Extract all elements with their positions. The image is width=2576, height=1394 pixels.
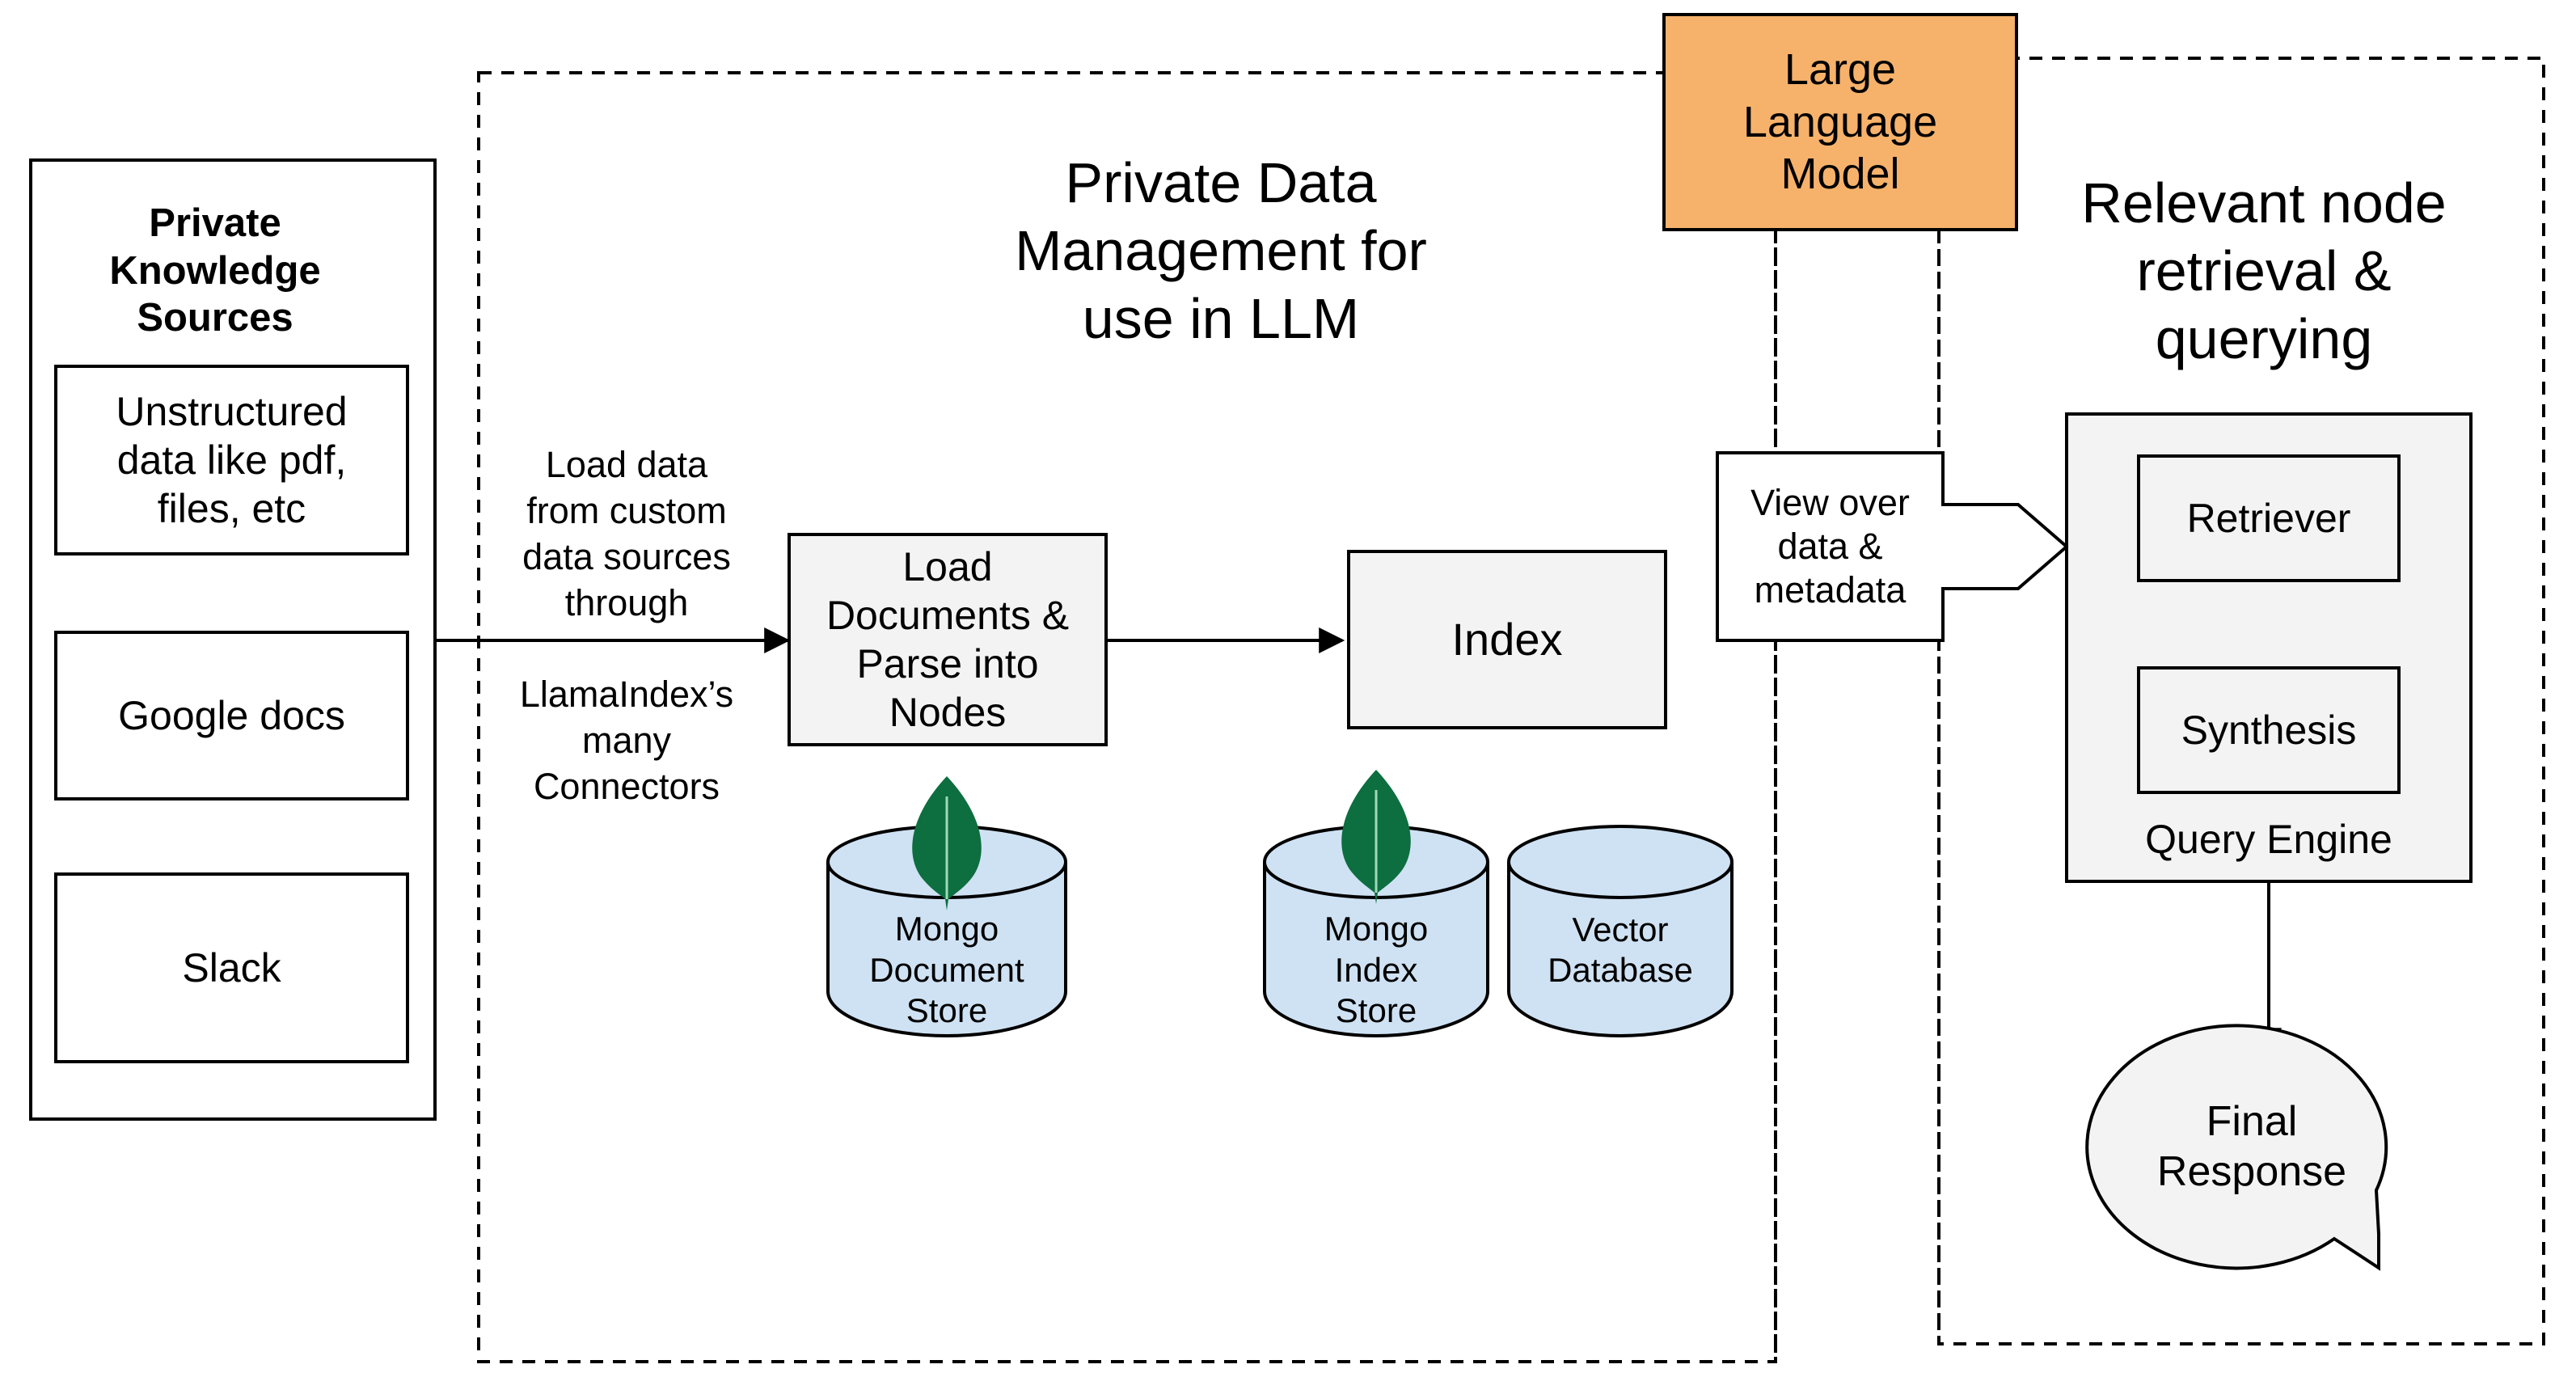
source-item-label: Slack (182, 945, 281, 991)
index-box (1347, 550, 1667, 729)
retriever-text: Retriever (2186, 496, 2351, 541)
llm-text: Large Language Model (1742, 44, 1938, 199)
synthesis-text: Synthesis (2181, 708, 2357, 753)
final-response-label: Final Response (2090, 1066, 2413, 1227)
retrieval-group-border (1937, 57, 2545, 1345)
source-item-slack: Slack (56, 874, 408, 1062)
final-response-bubble (2085, 1024, 2388, 1271)
retrieval-title-text: Relevant node retrieval & querying (2081, 171, 2447, 370)
data-management-title: Private Data Management for use in LLM (930, 142, 1512, 360)
load-documents-box (788, 533, 1108, 746)
sources-title-text: Private Knowledge Sources (109, 201, 321, 340)
data-management-title-text: Private Data Management for use in LLM (1015, 151, 1427, 350)
query-engine-text: Query Engine (2145, 817, 2392, 862)
load-documents-label: Load Documents & Parse into Nodes (789, 534, 1106, 745)
vector-database-label: Vector Database (1509, 902, 1732, 999)
final-response-text: Final Response (2156, 1097, 2347, 1195)
query-engine-label: Query Engine (2067, 809, 2471, 870)
connector-label-top: Load data from custom data sources throu… (522, 444, 731, 624)
vector-database-cylinder (1507, 825, 1734, 1037)
mongo-index-store-label: Mongo Index Store (1265, 902, 1488, 1039)
vector-db-text: Vector Database (1548, 910, 1693, 989)
view-arrow-text: View over data & metadata (1750, 482, 1910, 610)
view-arrow-label: View over data & metadata (1717, 453, 1943, 640)
synthesis-label: Synthesis (2139, 668, 2399, 792)
mongodb-leaf-icon (1341, 770, 1411, 904)
source-box-google-docs (54, 631, 409, 800)
mongo-document-store-label: Mongo Document Store (828, 902, 1066, 1039)
synthesis-box (2137, 666, 2401, 794)
load-documents-text: Load Documents & Parse into Nodes (826, 544, 1070, 735)
llm-box (1662, 13, 2018, 231)
source-box-slack (54, 872, 409, 1063)
sources-title: Private Knowledge Sources (47, 186, 383, 356)
index-label: Index (1349, 551, 1666, 728)
index-store-text: Mongo Index Store (1324, 910, 1429, 1030)
retrieval-title: Relevant node retrieval & querying (1997, 158, 2531, 384)
retriever-label: Retriever (2139, 456, 2399, 581)
mongodb-leaf-icon (912, 776, 982, 910)
connector-label-bottom: LlamaIndex’s many Connectors (519, 674, 734, 808)
source-item-google-docs: Google docs (56, 632, 408, 799)
view-block-arrow (1716, 451, 2070, 642)
source-box-unstructured (54, 365, 409, 555)
doc-store-text: Mongo Document Store (869, 910, 1024, 1030)
index-text: Index (1451, 614, 1563, 665)
llm-label: Large Language Model (1664, 15, 2016, 230)
source-item-label: Unstructured data like pdf, files, etc (116, 389, 348, 531)
retriever-box (2137, 454, 2401, 582)
source-item-unstructured: Unstructured data like pdf, files, etc (56, 366, 408, 554)
source-item-label: Google docs (118, 693, 345, 738)
